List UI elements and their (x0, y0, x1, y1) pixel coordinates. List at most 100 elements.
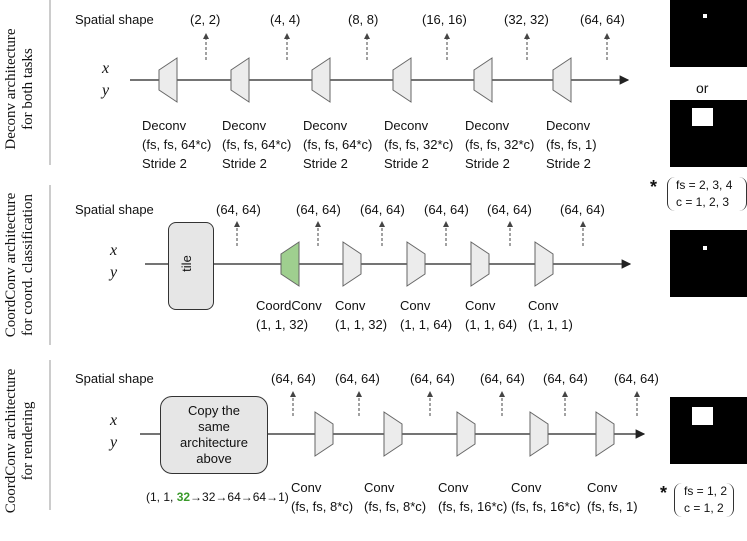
spatial-shape-label-render: Spatial shape (75, 371, 154, 386)
layer-params: (fs, fs, 1) (587, 499, 638, 514)
input-x: x (102, 60, 110, 77)
deconv-layer-5 (473, 57, 493, 103)
input-x: x (110, 412, 118, 429)
render-conv-layer-4 (529, 411, 549, 457)
note-suffix: →32→64→64→1) (190, 490, 289, 504)
output-image-point (670, 230, 747, 297)
output-image-point (670, 0, 747, 67)
side-label-line: for rendering (20, 401, 36, 481)
hyperparam-line: c = 1, 2, 3 (676, 195, 730, 209)
shape-label: (64, 64) (487, 202, 532, 217)
input-vector-coordclass: x y (110, 240, 117, 284)
layer-name: Conv (438, 480, 469, 495)
deconv-layer-4 (392, 57, 412, 103)
render-channel-note: (1, 1, 32→32→64→64→1) (146, 489, 289, 505)
layer-label: Deconv (fs, fs, 1) Stride 2 (546, 118, 597, 172)
layer-stride: Stride 2 (142, 156, 187, 171)
coordconv-layer (280, 241, 300, 287)
shape-label: (64, 64) (614, 371, 659, 386)
shape-label: (64, 64) (296, 202, 341, 217)
layer-label: Conv (1, 1, 64) (465, 298, 517, 333)
input-vector-deconv: x y (102, 58, 109, 102)
layer-name: Deconv (303, 118, 348, 133)
layer-name: Conv (587, 480, 618, 495)
input-x: x (110, 242, 118, 259)
layer-params: (fs, fs, 64*c) (142, 137, 212, 152)
deconv-layer-1 (158, 57, 178, 103)
side-label-coordclass: CoordConv architecture for coord. classi… (3, 165, 37, 365)
square-region (692, 407, 713, 425)
deconv-layer-3 (311, 57, 331, 103)
layer-name: Deconv (465, 118, 510, 133)
conv-layer-2 (406, 241, 426, 287)
side-label-line: CoordConv architecture (3, 368, 19, 514)
layer-params: (1, 1, 1) (528, 317, 573, 332)
tile-label: tile (178, 255, 194, 272)
shape-label: (64, 64) (424, 202, 469, 217)
layer-label: Deconv (fs, fs, 32*c) Stride 2 (384, 118, 453, 172)
layer-label: Conv (fs, fs, 16*c) (438, 480, 507, 515)
note-highlight: 32 (176, 490, 191, 504)
conv-layer-4 (534, 241, 554, 287)
layer-label: Conv (fs, fs, 8*c) (291, 480, 353, 515)
hyperparam-line: c = 1, 2 (684, 501, 724, 515)
note-prefix: (1, 1, (146, 490, 177, 504)
layer-stride: Stride 2 (303, 156, 348, 171)
layer-name: Deconv (222, 118, 267, 133)
input-y: y (110, 434, 118, 451)
shape-label: (2, 2) (190, 12, 221, 27)
point-pixel (703, 246, 707, 250)
square-region (692, 108, 713, 126)
side-label-line: for both tasks (20, 48, 36, 130)
layer-name: Conv (465, 298, 496, 313)
hyperparam-line: fs = 2, 3, 4 (676, 178, 733, 192)
side-label-line: Deconv architecture (3, 28, 19, 150)
shape-label: (64, 64) (360, 202, 405, 217)
shape-label: (64, 64) (480, 371, 525, 386)
layer-params: (1, 1, 32) (256, 317, 309, 332)
layer-name: Conv (528, 298, 559, 313)
side-label-line: for coord. classification (20, 193, 36, 337)
layer-name: Deconv (384, 118, 429, 133)
layer-label: CoordConv (1, 1, 32) (256, 298, 322, 333)
input-y: y (110, 264, 118, 281)
output-image-square (670, 100, 747, 167)
shape-label: (64, 64) (543, 371, 588, 386)
layer-name: Conv (335, 298, 366, 313)
layer-label: Conv (fs, fs, 8*c) (364, 480, 426, 515)
render-conv-layer-3 (456, 411, 476, 457)
layer-name: Deconv (546, 118, 591, 133)
layer-stride: Stride 2 (465, 156, 510, 171)
shape-label: (64, 64) (271, 371, 316, 386)
layer-params: (fs, fs, 8*c) (364, 499, 427, 514)
shape-label: (64, 64) (580, 12, 625, 27)
side-label-line: CoordConv architecture (3, 192, 19, 338)
layer-label: Deconv (fs, fs, 32*c) Stride 2 (465, 118, 534, 172)
or-label: or (696, 80, 709, 96)
conv-layer-3 (470, 241, 490, 287)
layer-params: (fs, fs, 64*c) (222, 137, 292, 152)
render-conv-layer-5 (595, 411, 615, 457)
shape-label: (8, 8) (348, 12, 379, 27)
side-label-render: CoordConv architecture for rendering (3, 341, 37, 541)
layer-name: Conv (364, 480, 395, 495)
layer-label: Conv (1, 1, 32) (335, 298, 387, 333)
shape-label: (64, 64) (335, 371, 380, 386)
layer-params: (1, 1, 64) (400, 317, 453, 332)
shape-label: (4, 4) (270, 12, 301, 27)
asterisk: * (660, 483, 668, 503)
layer-params: (fs, fs, 16*c) (511, 499, 581, 514)
point-pixel (703, 14, 707, 18)
deconv-layer-6 (552, 57, 572, 103)
output-image-square (670, 397, 747, 464)
layer-params: (1, 1, 32) (335, 317, 388, 332)
layer-label: Conv (fs, fs, 1) (587, 480, 638, 515)
spatial-shape-label-deconv: Spatial shape (75, 12, 154, 27)
layer-name: Conv (511, 480, 542, 495)
input-vector-render: x y (110, 410, 117, 454)
tile-block (168, 222, 214, 310)
layer-params: (fs, fs, 64*c) (303, 137, 373, 152)
layer-stride: Stride 2 (384, 156, 429, 171)
layer-stride: Stride 2 (546, 156, 591, 171)
hyperparam-brace (674, 483, 734, 517)
